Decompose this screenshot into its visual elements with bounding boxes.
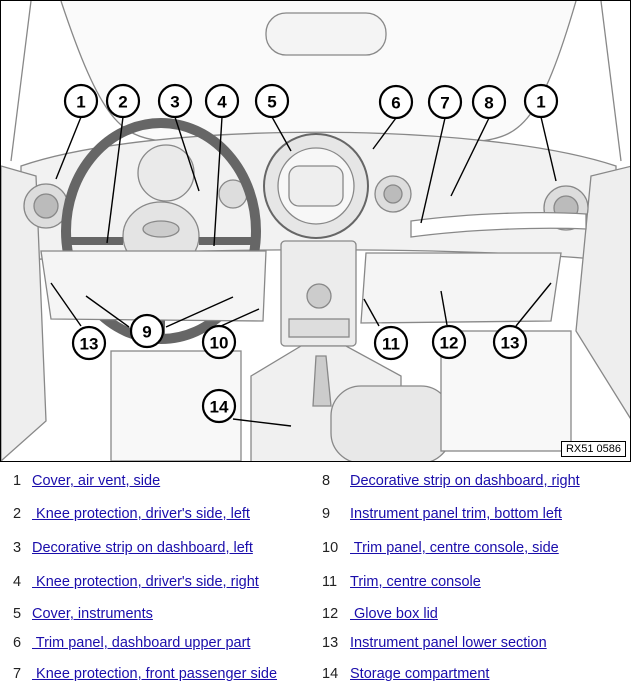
legend-number: 13 <box>322 635 339 651</box>
legend-number: 12 <box>322 606 339 622</box>
callout-8: 8 <box>471 84 507 120</box>
legend-link[interactable]: Instrument panel lower section <box>350 635 547 651</box>
callout-number: 11 <box>382 335 400 354</box>
callout-number: 2 <box>118 93 127 112</box>
legend-link[interactable]: Trim, centre console <box>350 574 481 590</box>
callout-1: 1 <box>523 83 559 119</box>
callout-number: 1 <box>536 93 545 112</box>
legend-number: 6 <box>13 635 22 651</box>
callout-number: 14 <box>210 398 229 417</box>
callout-number: 7 <box>440 94 449 113</box>
legend-number: 3 <box>13 540 22 556</box>
callout-1: 1 <box>63 83 99 119</box>
callout-number: 4 <box>217 93 227 112</box>
legend-link[interactable]: Storage compartment <box>350 666 490 682</box>
callout-number: 13 <box>80 335 99 354</box>
callout-number: 6 <box>391 94 400 113</box>
legend-link[interactable]: Knee protection, driver's side, left <box>32 506 250 522</box>
callout-7: 7 <box>427 84 463 120</box>
callout-number: 5 <box>267 93 276 112</box>
legend-link[interactable]: Glove box lid <box>350 606 438 622</box>
legend-link[interactable]: Instrument panel trim, bottom left <box>350 506 562 522</box>
leader-lines <box>50 116 557 427</box>
legend-number: 5 <box>13 606 22 622</box>
callout-3: 3 <box>157 83 193 119</box>
callout-number: 13 <box>501 334 520 353</box>
callout-number: 12 <box>440 334 459 353</box>
legend-link[interactable]: Cover, instruments <box>32 606 153 622</box>
legend-number: 7 <box>13 666 22 682</box>
callout-number: 1 <box>76 93 85 112</box>
callout-number: 3 <box>170 93 179 112</box>
legend-number: 9 <box>322 506 331 522</box>
callout-4: 4 <box>204 83 240 119</box>
legend-number: 10 <box>322 540 339 556</box>
callout-9: 9 <box>129 313 165 349</box>
legend-link[interactable]: Trim panel, centre console, side <box>350 540 559 556</box>
legend-link[interactable]: Knee protection, driver's side, right <box>32 574 259 590</box>
callout-number: 8 <box>484 94 493 113</box>
callout-13: 13 <box>492 324 528 360</box>
legend-number: 11 <box>322 574 338 590</box>
legend-number: 4 <box>13 574 22 590</box>
callout-10: 10 <box>201 324 237 360</box>
legend-link[interactable]: Decorative strip on dashboard, left <box>32 540 253 556</box>
callout-11: 11 <box>373 325 409 361</box>
callout-14: 14 <box>201 388 237 424</box>
legend-link[interactable]: Decorative strip on dashboard, right <box>350 473 580 489</box>
legend-number: 1 <box>13 473 22 489</box>
callout-13: 13 <box>71 325 107 361</box>
callout-number: 9 <box>142 323 151 342</box>
legend-link[interactable]: Trim panel, dashboard upper part <box>32 635 251 651</box>
legend-number: 8 <box>322 473 331 489</box>
callout-6: 6 <box>378 84 414 120</box>
callout-number: 10 <box>210 334 229 353</box>
callout-5: 5 <box>254 83 290 119</box>
legend-link[interactable]: Cover, air vent, side <box>32 473 161 489</box>
legend-link[interactable]: Knee protection, front passenger side <box>32 666 278 682</box>
figure-reference-code: RX51 0586 <box>560 441 626 457</box>
callout-12: 12 <box>431 324 467 360</box>
legend-number: 2 <box>13 506 22 522</box>
legend-number: 14 <box>322 666 339 682</box>
callout-2: 2 <box>105 83 141 119</box>
